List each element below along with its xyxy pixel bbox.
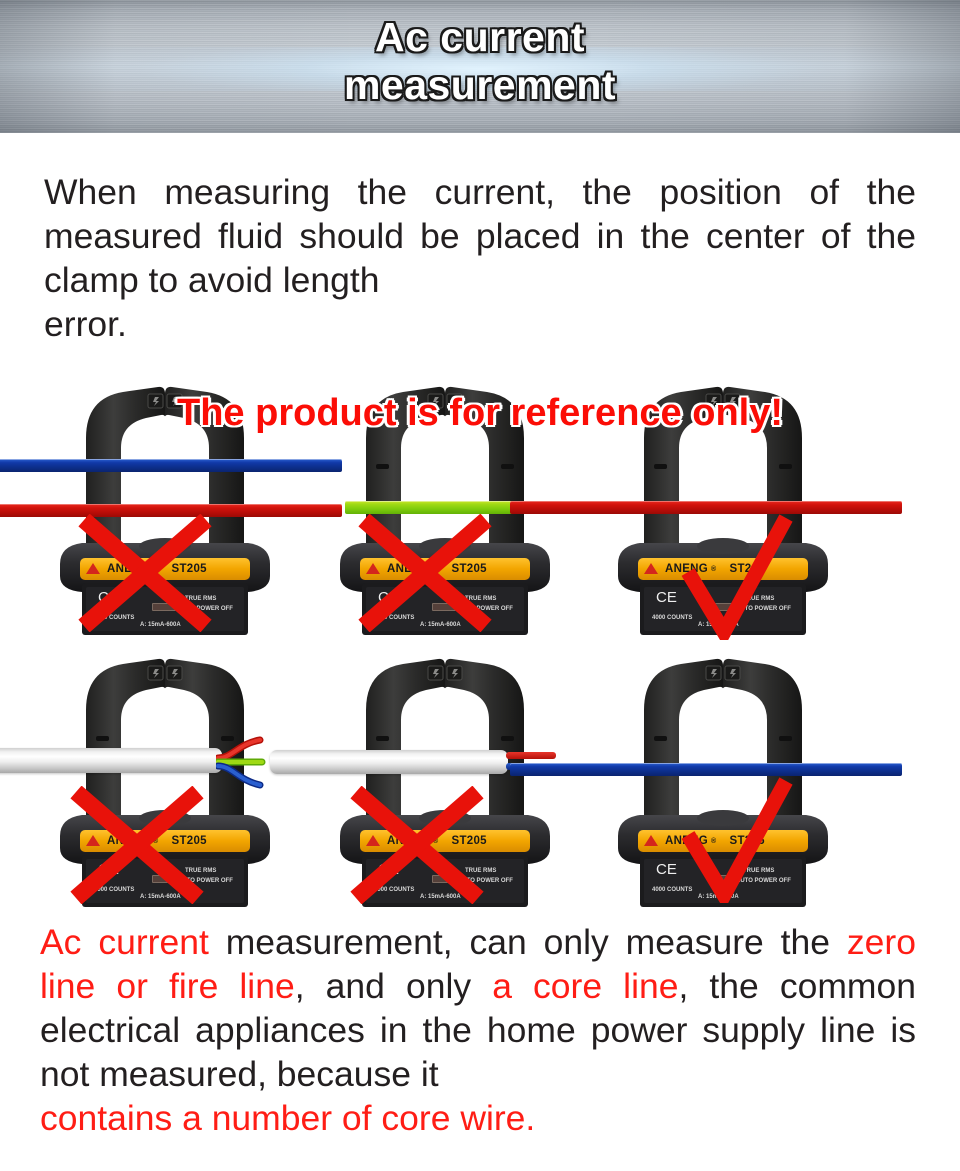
device-spec-text: CE 4000 COUNTS TRUE RMS AUTO POWER OFF A… (94, 589, 233, 628)
header-glow-streak (0, 47, 960, 92)
device-spec-text: CE 4000 COUNTS TRUE RMS AUTO POWER OFF A… (374, 861, 513, 900)
device-spec-text: CE 4000 COUNTS TRUE RMS AUTO POWER OFF A… (374, 589, 513, 628)
panel-row1-col2: ANENG ® ST205 CE 4000 COUNTS TRUE RMS AU… (300, 368, 617, 636)
device-indicator (432, 875, 456, 883)
summary-paragraph: Ac current measurement, can only measure… (40, 920, 916, 1140)
device-brand-label: ANENG ® ST205 (665, 563, 765, 575)
summary-seg-1: Ac current (40, 922, 209, 962)
wire-blue (0, 459, 342, 472)
device-brand-label: ANENG ® ST205 (107, 563, 207, 575)
device-indicator (710, 603, 734, 611)
device-brand-label: ANENG ® ST205 (107, 835, 207, 847)
clamp-usage-illustration-grid: ANENG ® ST205 CE 4000 COUNTS TRUE RMS AU… (0, 368, 960, 908)
panel-row2-col2: ANENG ® ST205 CE 4000 COUNTS TRUE RMS AU… (270, 640, 590, 908)
device-indicator (152, 603, 176, 611)
summary-seg-7: contains a number of core wire. (40, 1098, 536, 1138)
summary-seg-3: zero line or fire line (40, 922, 916, 1006)
summary-seg-6: , the common electrical appliances in th… (40, 966, 916, 1094)
wire-red (0, 504, 342, 517)
brushed-metal-texture (0, 0, 960, 133)
device-spec-text: CE 4000 COUNTS TRUE RMS AUTO POWER OFF A… (652, 861, 791, 900)
wire-red (510, 501, 902, 514)
intro-line-2: of the measured fluid should be placed i… (44, 172, 916, 256)
device-spec-text: CE 4000 COUNTS TRUE RMS AUTO POWER OFF A… (94, 861, 233, 900)
panel-row2-col1: ANENG ® ST205 CE 4000 COUNTS TRUE RMS AU… (0, 640, 310, 908)
intro-line-1: When measuring the current, the position (44, 172, 782, 212)
sheathed-cable-2core (270, 750, 508, 774)
intro-paragraph: When measuring the current, the position… (44, 170, 916, 346)
cable-core-red (506, 752, 556, 759)
summary-seg-2: measurement, can only measure the (208, 922, 847, 962)
device-indicator (710, 875, 734, 883)
header-banner: Ac current measurement (0, 0, 960, 133)
page-title: Ac current measurement (0, 14, 960, 110)
clamp-meter-illustration: ANENG ® ST205 CE 4000 COUNTS TRUE RMS AU… (20, 640, 310, 908)
device-brand-label: ANENG ® ST205 (387, 563, 487, 575)
device-brand-label: ANENG ® ST205 (665, 835, 765, 847)
panel-row2-col3: ANENG ® ST205 CE 4000 COUNTS TRUE RMS AU… (510, 640, 902, 908)
device-brand-label: ANENG ® ST205 (387, 835, 487, 847)
device-indicator (432, 603, 456, 611)
wire-blue (510, 763, 902, 776)
summary-seg-4: , and only (294, 966, 493, 1006)
header-edge-shading (0, 0, 960, 133)
summary-seg-5: a core line (492, 966, 679, 1006)
device-indicator (152, 875, 176, 883)
clamp-meter-illustration: ANENG ® ST205 CE 4000 COUNTS TRUE RMS AU… (20, 368, 310, 636)
intro-line-3: the center of the clamp to avoid length (44, 216, 917, 300)
panel-row1-col1: ANENG ® ST205 CE 4000 COUNTS TRUE RMS AU… (0, 368, 342, 636)
page-title-line2: measurement (343, 61, 617, 108)
intro-line-4: error. (44, 304, 127, 344)
panel-row1-col3: ANENG ® ST205 CE 4000 COUNTS TRUE RMS AU… (510, 368, 902, 640)
device-spec-text: CE 4000 COUNTS TRUE RMS AUTO POWER OFF A… (652, 589, 791, 628)
sheathed-cable-3core (0, 748, 222, 773)
page-title-line1: Ac current (374, 14, 586, 60)
